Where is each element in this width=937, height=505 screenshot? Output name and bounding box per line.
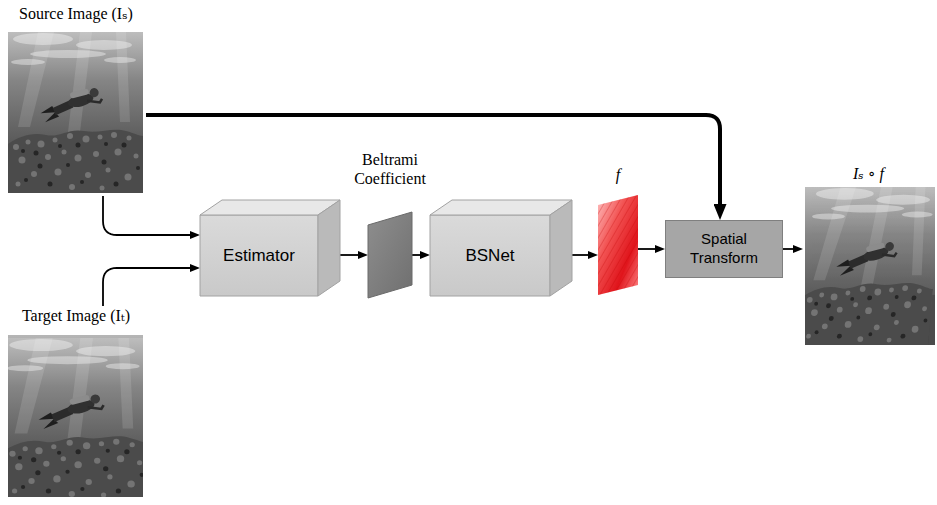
flow-arrow	[412, 254, 425, 256]
block-top	[200, 200, 340, 215]
block-side	[550, 200, 572, 296]
text-holder: Spatial Transform	[666, 221, 782, 277]
block-top	[430, 200, 572, 215]
text-holder: Beltrami Coefficient	[340, 150, 440, 188]
map-face	[368, 212, 412, 298]
image-panel: Source Image (Iₛ)	[6, 4, 146, 196]
warped-photo	[798, 187, 937, 345]
coefficient-map: Beltrami Coefficient	[368, 150, 412, 298]
text-holder: Target Image (Iₜ)	[6, 306, 146, 325]
block-label: Estimator	[223, 245, 295, 266]
flow-arrow	[103, 196, 195, 235]
map-face	[598, 195, 638, 295]
text-holder: Estimator	[200, 215, 318, 296]
flow-arrow	[572, 254, 593, 256]
image-caption: Source Image (Iₛ)	[19, 4, 133, 23]
flow-arrow	[103, 268, 195, 306]
text-holder: f	[598, 165, 638, 184]
block-label: BSNet	[465, 245, 514, 266]
block-front	[200, 215, 318, 296]
image-panel: Iₛ ∘ f	[803, 164, 934, 348]
deformation-map: f	[598, 165, 638, 295]
source-photo	[8, 32, 143, 193]
image-panel: Target Image (Iₜ)	[6, 306, 146, 500]
map-face	[598, 195, 638, 295]
block-side	[318, 200, 340, 296]
map-label: Beltrami Coefficient	[340, 150, 440, 188]
block-label: Spatial Transform	[676, 230, 772, 268]
text-holder: Source Image (Iₛ)	[6, 4, 146, 23]
flow-arrow	[340, 254, 363, 256]
transform-block: Spatial Transform	[665, 220, 783, 278]
map-label: f	[616, 165, 620, 184]
block-front	[430, 215, 550, 296]
connector-group	[103, 115, 798, 306]
target-photo	[0, 328, 154, 505]
image-caption: Target Image (Iₜ)	[22, 306, 130, 325]
flow-arrow	[638, 248, 660, 250]
network-block: BSNet	[430, 200, 572, 296]
text-holder: BSNet	[430, 215, 550, 296]
network-block: Estimator	[200, 200, 340, 296]
flow-arrow	[783, 248, 798, 250]
text-holder: Iₛ ∘ f	[803, 164, 934, 183]
map-shape	[598, 165, 638, 295]
image-caption: Iₛ ∘ f	[853, 164, 884, 183]
